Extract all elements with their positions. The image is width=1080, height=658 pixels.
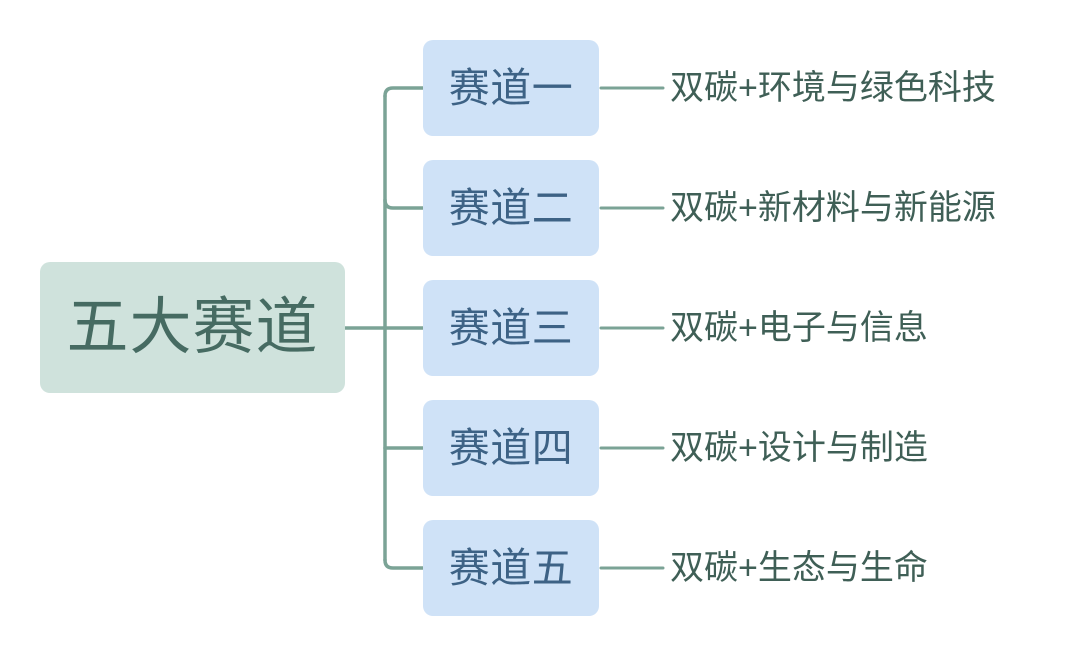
track-node-1-label: 赛道一: [448, 64, 574, 111]
connector-branch-5: [383, 558, 425, 570]
track-node-3-label: 赛道三: [448, 304, 574, 351]
root-node-label: 五大赛道: [66, 292, 319, 362]
track-leaf-5-label: 双碳+生态与生命: [670, 549, 928, 587]
track-node-4-label: 赛道四: [448, 424, 574, 471]
track-node-5[interactable]: 赛道五: [423, 520, 599, 616]
track-node-5-label: 赛道五: [448, 544, 574, 591]
branch-row-1: 赛道一 双碳+环境与绿色科技: [423, 40, 996, 136]
root-node[interactable]: 五大赛道: [40, 262, 345, 393]
connector-branch-1: [383, 86, 425, 98]
branch-row-4: 赛道四 双碳+设计与制造: [423, 400, 928, 496]
branch-row-5: 赛道五 双碳+生态与生命: [423, 520, 928, 616]
track-node-2-label: 赛道二: [448, 184, 574, 231]
branch-row-3: 赛道三 双碳+电子与信息: [423, 280, 928, 376]
connector-branch-2: [383, 198, 425, 210]
track-node-4[interactable]: 赛道四: [423, 400, 599, 496]
track-leaf-2-label: 双碳+新材料与新能源: [670, 189, 996, 227]
track-node-1[interactable]: 赛道一: [423, 40, 599, 136]
track-leaf-1-label: 双碳+环境与绿色科技: [670, 69, 996, 107]
track-node-3[interactable]: 赛道三: [423, 280, 599, 376]
track-node-2[interactable]: 赛道二: [423, 160, 599, 256]
branch-row-2: 赛道二 双碳+新材料与新能源: [423, 160, 996, 256]
track-leaf-4-label: 双碳+设计与制造: [670, 429, 928, 467]
track-leaf-3-label: 双碳+电子与信息: [670, 309, 928, 347]
